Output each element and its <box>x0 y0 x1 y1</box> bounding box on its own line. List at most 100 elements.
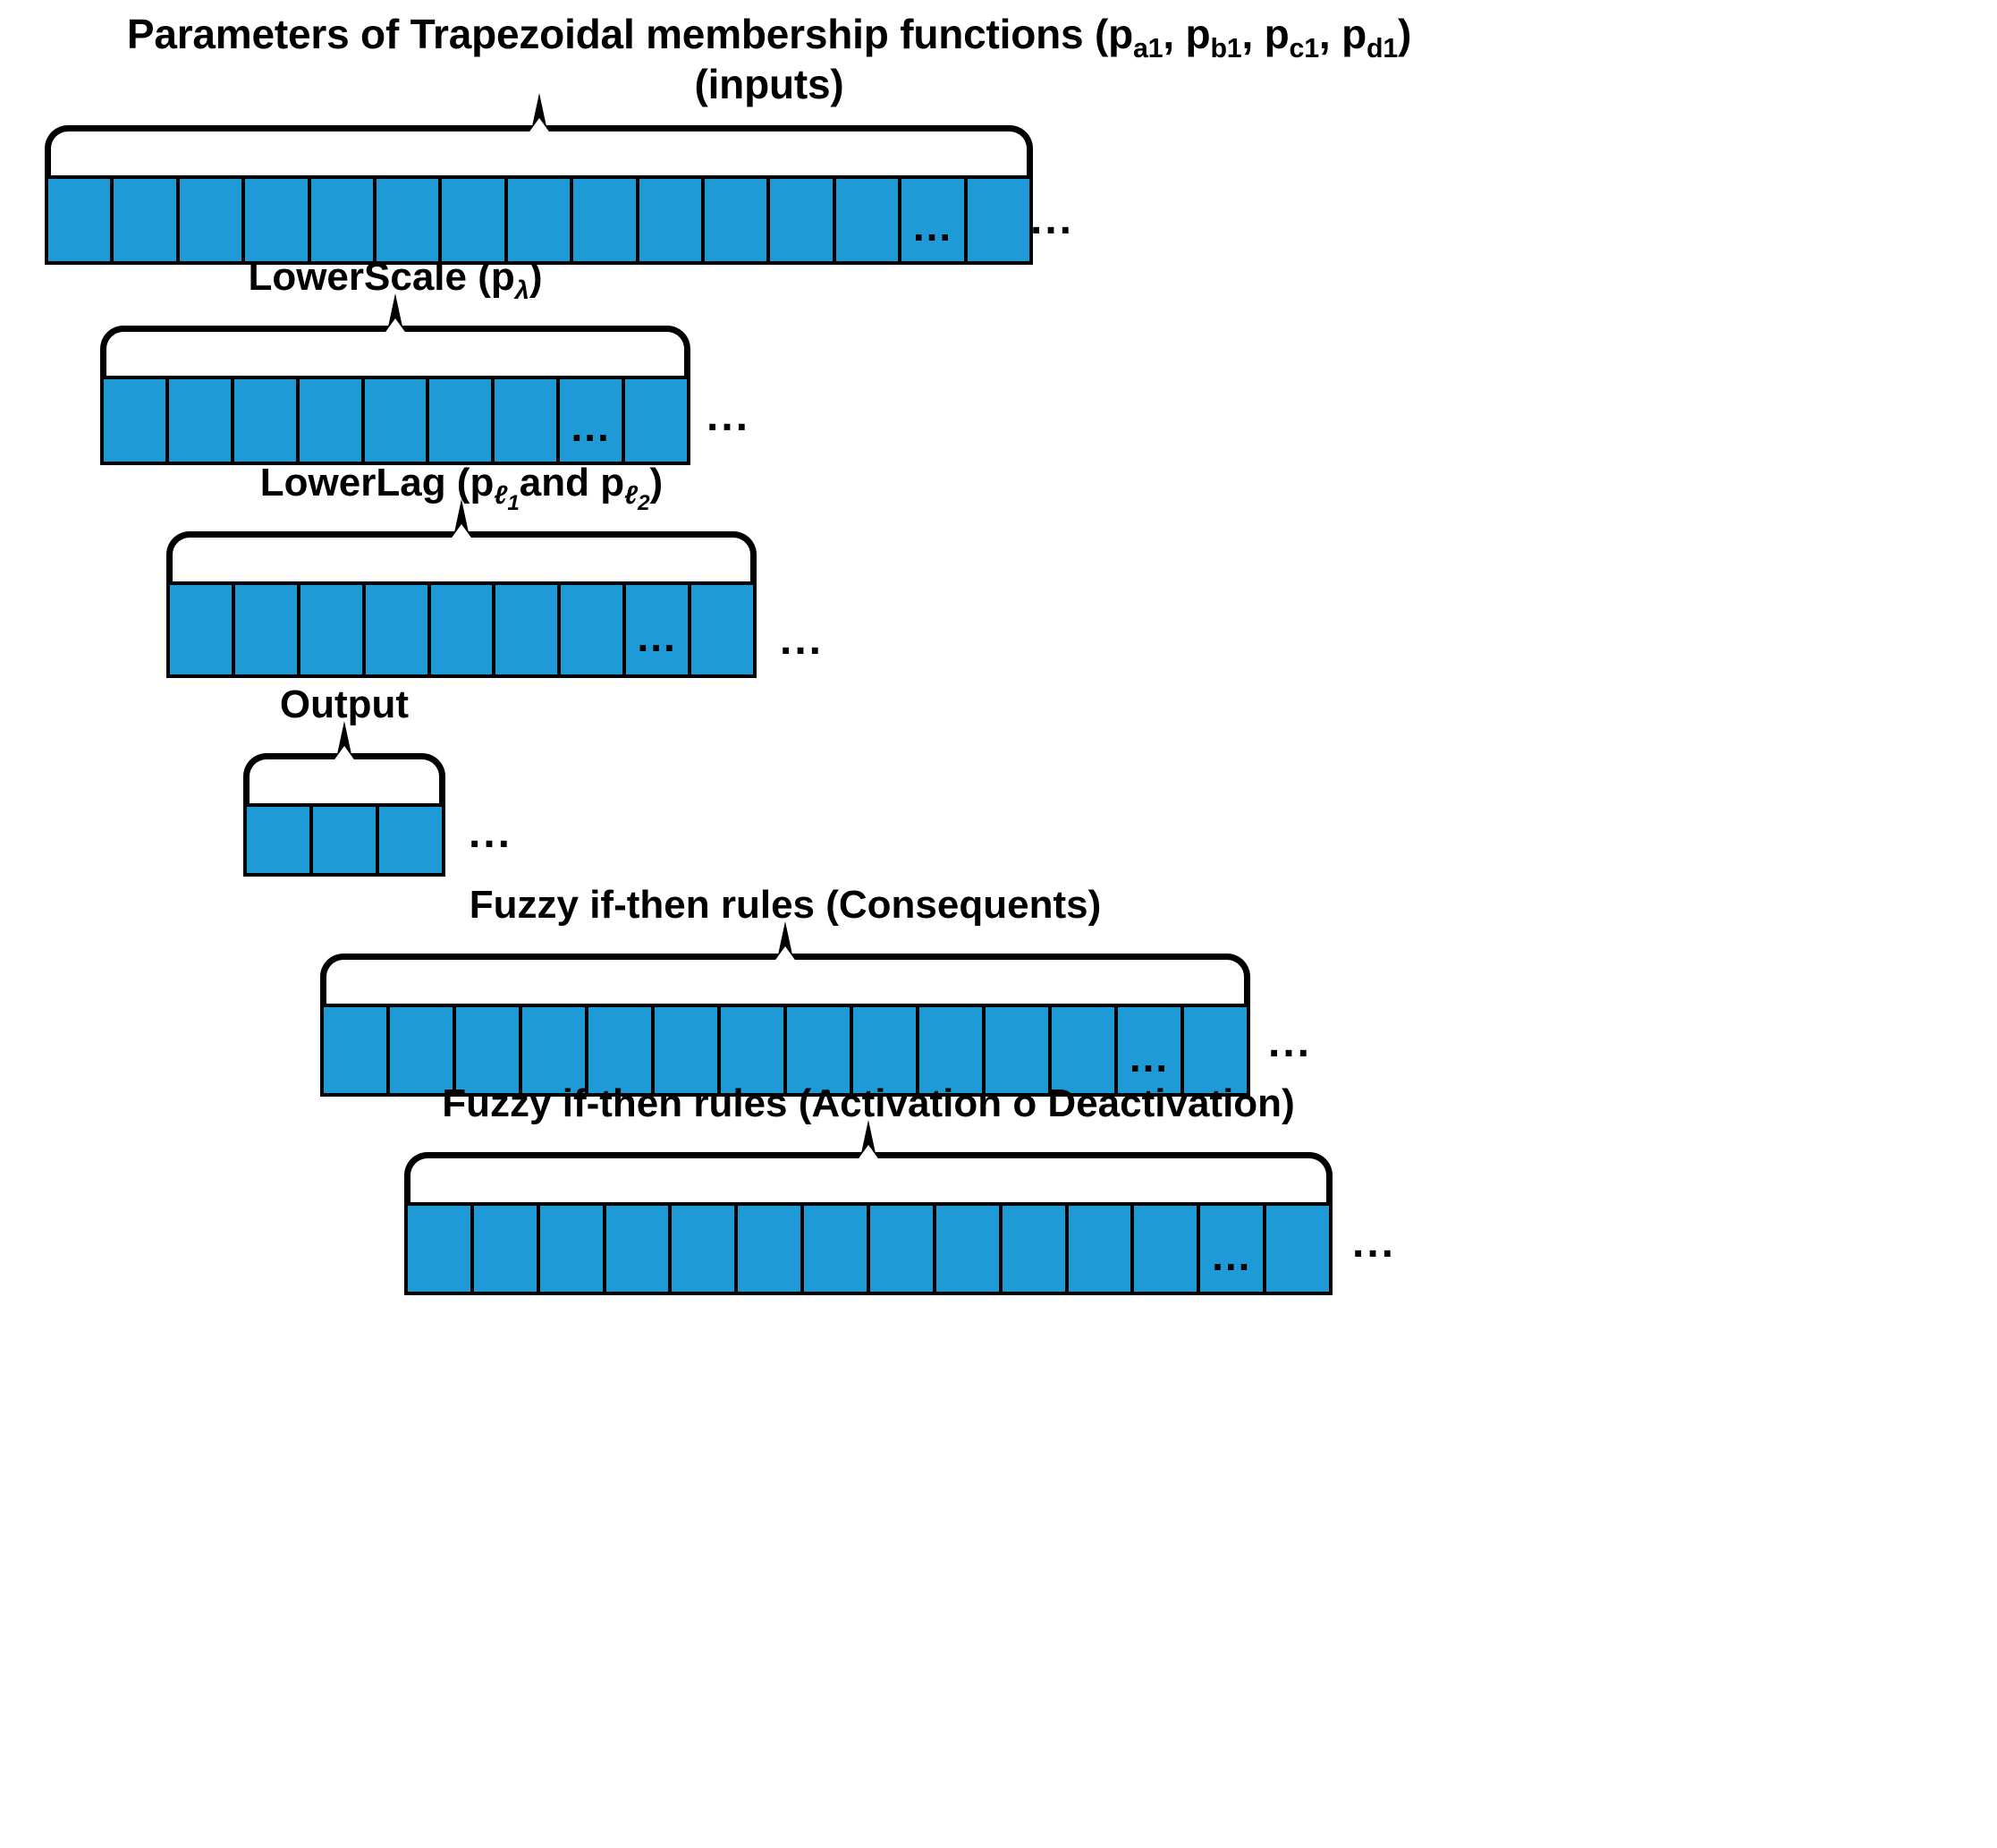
gene-cell[interactable] <box>408 1206 474 1292</box>
gene-cell[interactable] <box>1052 1007 1118 1093</box>
cell-row-output <box>243 803 445 877</box>
gene-cell[interactable] <box>429 379 495 462</box>
gene-cell[interactable] <box>324 1007 390 1093</box>
cell-row-trapezoidal-parameters: ... <box>45 175 1033 265</box>
inner-ellipsis: ... <box>912 203 953 250</box>
gene-cell[interactable] <box>495 585 562 674</box>
gene-cell[interactable] <box>655 1007 721 1093</box>
trailing-ellipsis-lower-lag: ... <box>780 616 825 664</box>
gene-cell[interactable] <box>870 1206 936 1292</box>
gene-cell[interactable] <box>804 1206 871 1292</box>
page-title: Parameters of Trapezoidal membership fun… <box>0 9 1538 109</box>
gene-cell[interactable] <box>168 379 234 462</box>
gene-group-trapezoidal-parameters: ... <box>45 93 1033 265</box>
gene-cell[interactable] <box>1134 1206 1201 1292</box>
gene-cell[interactable] <box>522 1007 588 1093</box>
group-label-lower-lag: LowerLag (pℓ1and pℓ2) <box>259 460 664 516</box>
group-label-fuzzy-rules-activation: Fuzzy if-then rules (Activation o Deacti… <box>442 1081 1295 1125</box>
trailing-ellipsis-lower-scale: ... <box>707 393 751 440</box>
gene-cell[interactable] <box>639 179 706 261</box>
gene-cell[interactable]: ... <box>560 379 626 462</box>
cell-row-lower-lag: ... <box>166 581 757 678</box>
gene-cell[interactable] <box>390 1007 456 1093</box>
gene-cell[interactable] <box>539 1206 606 1292</box>
group-label-output: Output <box>279 682 410 726</box>
inner-ellipsis: ... <box>1212 1232 1252 1279</box>
gene-cell[interactable] <box>313 807 379 873</box>
gene-cell[interactable]: ... <box>1118 1007 1184 1093</box>
gene-cell[interactable]: ... <box>901 179 968 261</box>
gene-cell[interactable] <box>919 1007 986 1093</box>
brace-notch-lower-lag <box>450 524 473 540</box>
gene-cell[interactable] <box>1002 1206 1069 1292</box>
gene-cell[interactable] <box>456 1007 522 1093</box>
gene-cell[interactable] <box>835 179 902 261</box>
gene-cell[interactable] <box>507 179 574 261</box>
brace-notch-trapezoidal-parameters <box>527 118 551 134</box>
gene-cell[interactable] <box>495 379 561 462</box>
gene-group-fuzzy-rules-activation: Fuzzy if-then rules (Activation o Deacti… <box>404 1081 1333 1295</box>
gene-cell[interactable] <box>379 807 442 873</box>
trailing-ellipsis-fuzzy-rules-activation: ... <box>1352 1219 1397 1267</box>
gene-cell[interactable]: ... <box>626 585 692 674</box>
brace-notch-fuzzy-rules-consequents <box>774 946 797 962</box>
gene-cell[interactable] <box>473 1206 540 1292</box>
gene-cell[interactable] <box>364 379 430 462</box>
group-label-fuzzy-rules-consequents: Fuzzy if-then rules (Consequents) <box>469 882 1102 927</box>
gene-group-lower-scale: LowerScale (pλ)... <box>100 255 690 465</box>
gene-cell[interactable] <box>365 585 431 674</box>
cell-row-lower-scale: ... <box>100 376 690 465</box>
gene-cell[interactable] <box>588 1007 655 1093</box>
gene-cell[interactable] <box>787 1007 853 1093</box>
gene-cell[interactable] <box>247 807 313 873</box>
gene-cell[interactable] <box>986 1007 1052 1093</box>
cell-row-fuzzy-rules-consequents: ... <box>320 1004 1250 1097</box>
inner-ellipsis: ... <box>637 614 677 660</box>
gene-group-fuzzy-rules-consequents: Fuzzy if-then rules (Consequents)... <box>320 883 1250 1097</box>
cell-row-fuzzy-rules-activation: ... <box>404 1202 1333 1295</box>
gene-cell[interactable] <box>705 179 771 261</box>
gene-cell[interactable] <box>625 379 688 462</box>
gene-cell[interactable] <box>234 585 300 674</box>
trailing-ellipsis-output: ... <box>469 810 513 857</box>
trailing-ellipsis-fuzzy-rules-consequents: ... <box>1268 1019 1313 1066</box>
gene-cell[interactable] <box>114 179 180 261</box>
gene-cell[interactable] <box>104 379 169 462</box>
gene-cell[interactable] <box>48 179 114 261</box>
gene-group-output: Output <box>243 682 445 877</box>
gene-cell[interactable] <box>738 1206 805 1292</box>
gene-cell[interactable] <box>721 1007 787 1093</box>
brace-notch-fuzzy-rules-activation <box>857 1145 880 1161</box>
gene-cell[interactable] <box>442 179 508 261</box>
gene-cell[interactable] <box>672 1206 739 1292</box>
gene-cell[interactable] <box>245 179 311 261</box>
gene-cell[interactable] <box>179 179 246 261</box>
trailing-ellipsis-trapezoidal-parameters: ... <box>1030 196 1075 243</box>
page-title-line-1: Parameters of Trapezoidal membership fun… <box>126 11 1412 64</box>
gene-cell[interactable] <box>935 1206 1003 1292</box>
gene-group-lower-lag: LowerLag (pℓ1and pℓ2)... <box>166 461 757 678</box>
brace-notch-output <box>333 746 356 762</box>
gene-cell[interactable] <box>170 585 235 674</box>
gene-cell[interactable] <box>967 179 1030 261</box>
gene-cell[interactable] <box>853 1007 919 1093</box>
gene-cell[interactable] <box>605 1206 673 1292</box>
gene-cell[interactable] <box>310 179 377 261</box>
gene-cell[interactable] <box>1068 1206 1135 1292</box>
gene-cell[interactable]: ... <box>1200 1206 1267 1292</box>
gene-cell[interactable] <box>770 179 836 261</box>
inner-ellipsis: ... <box>571 403 611 451</box>
inner-ellipsis: ... <box>1129 1033 1170 1081</box>
gene-cell[interactable] <box>233 379 300 462</box>
page-title-line-2: (inputs) <box>694 61 844 108</box>
gene-cell[interactable] <box>561 585 627 674</box>
gene-cell[interactable] <box>299 379 365 462</box>
gene-cell[interactable] <box>573 179 639 261</box>
gene-cell[interactable] <box>300 585 366 674</box>
gene-cell[interactable] <box>1266 1206 1330 1292</box>
gene-cell[interactable] <box>377 179 443 261</box>
gene-cell[interactable] <box>691 585 754 674</box>
gene-cell[interactable] <box>430 585 496 674</box>
gene-cell[interactable] <box>1184 1007 1247 1093</box>
brace-notch-lower-scale <box>384 318 407 335</box>
